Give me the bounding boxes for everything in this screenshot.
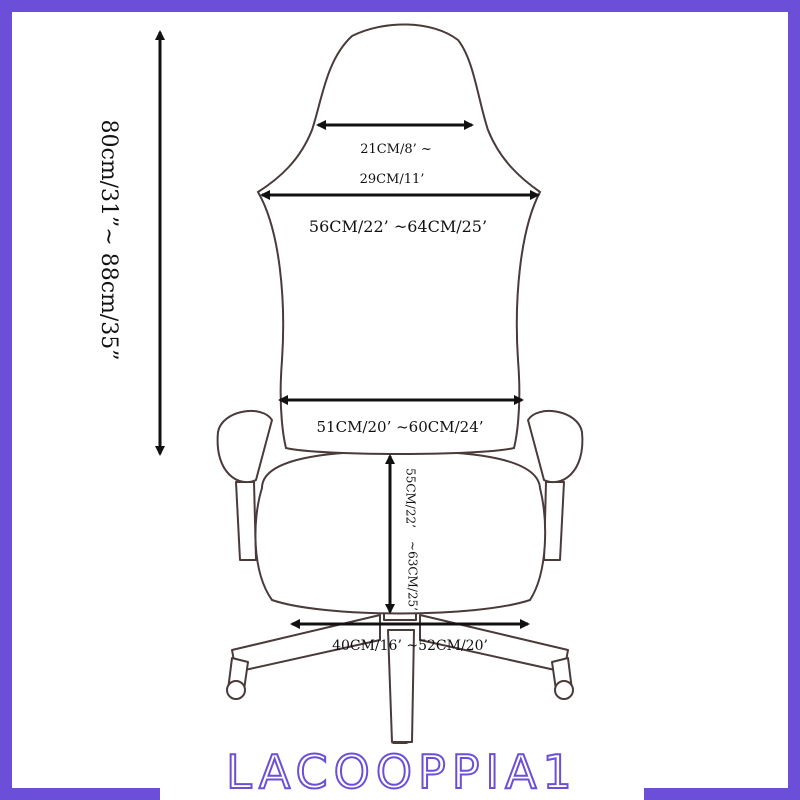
- lower-back-width-label: 51CM/20’ ~60CM/24’: [317, 418, 484, 436]
- seat-depth-label-2: ~63CM/25’: [406, 541, 420, 611]
- brand-watermark: LACOOPPIA1: [225, 745, 578, 799]
- dimension-arrows: [155, 30, 540, 629]
- headrest-width-label-2: 29CM/11’: [360, 172, 425, 187]
- headrest-width-label-1: 21CM/8’ ~: [360, 142, 432, 157]
- seat-depth-label-1: 55CM/22’: [404, 468, 418, 528]
- watermark-strip: LACOOPPIA1: [160, 744, 644, 800]
- seat-width-label: 40CM/16’ ~52CM/20’: [332, 638, 488, 654]
- total-height-label: 80cm/31”∼ 88cm/35”: [96, 119, 121, 360]
- shoulder-width-label: 56CM/22’ ~64CM/25’: [309, 217, 487, 236]
- backrest: [256, 23, 542, 455]
- seat-cushion: [254, 450, 547, 615]
